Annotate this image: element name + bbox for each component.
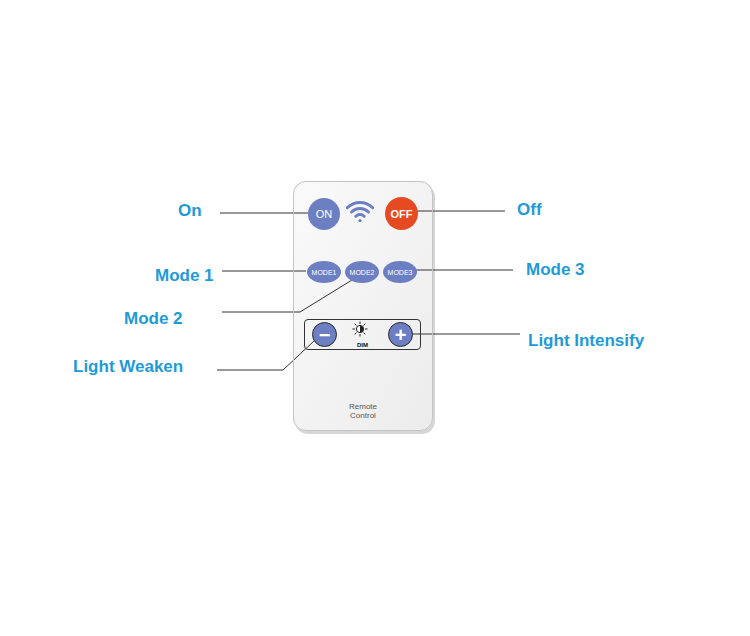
button-label: DIM	[357, 342, 368, 348]
wifi-icon	[347, 203, 372, 223]
sun-ray	[364, 324, 366, 326]
callout-label: Off	[517, 200, 542, 220]
dim-panel: DIM − +	[304, 319, 421, 350]
button-label: −	[319, 325, 331, 345]
remote-body-fill	[293, 181, 433, 431]
remote-body: Remote Control ON OFF MODE1 MODE2 MODE3DIM − +	[293, 181, 433, 431]
button-label: MODE1	[312, 269, 337, 276]
callout-label: On	[178, 201, 202, 221]
callout-label: Light Weaken	[73, 357, 183, 377]
sun-ray	[360, 334, 361, 337]
callout-label: Light Intensify	[528, 331, 644, 351]
sun-ray	[365, 329, 368, 330]
sun-ray	[360, 322, 361, 325]
leader-line	[411, 334, 520, 335]
mode-button: MODE2	[345, 261, 379, 283]
sun-ray	[355, 324, 357, 326]
dim-up-button: +	[388, 322, 413, 347]
button-label: MODE3	[388, 269, 413, 276]
mode-button: MODE3	[383, 261, 417, 283]
sun-ray	[355, 333, 357, 335]
callout-label: Mode 3	[526, 260, 585, 280]
button-label: ON	[316, 208, 333, 220]
leader-line	[416, 270, 513, 271]
button-label: OFF	[391, 208, 413, 220]
callout-label: Mode 2	[124, 309, 183, 329]
button-label: Remote Control	[337, 402, 389, 420]
leader-line	[220, 213, 308, 214]
off-button: OFF	[385, 197, 418, 230]
button-label: +	[395, 325, 407, 345]
leader-line	[217, 341, 314, 370]
on-button: ON	[308, 198, 340, 230]
sun-ray	[364, 333, 366, 335]
sun-ray	[353, 329, 356, 330]
mode-button: MODE1	[307, 261, 341, 283]
leader-line	[222, 280, 352, 312]
leader-lines	[217, 211, 520, 370]
dim-down-button: −	[312, 322, 337, 347]
leader-line	[417, 211, 505, 212]
button-label: MODE2	[350, 269, 375, 276]
callout-label: Mode 1	[155, 266, 214, 286]
brightness-icon	[353, 322, 368, 337]
